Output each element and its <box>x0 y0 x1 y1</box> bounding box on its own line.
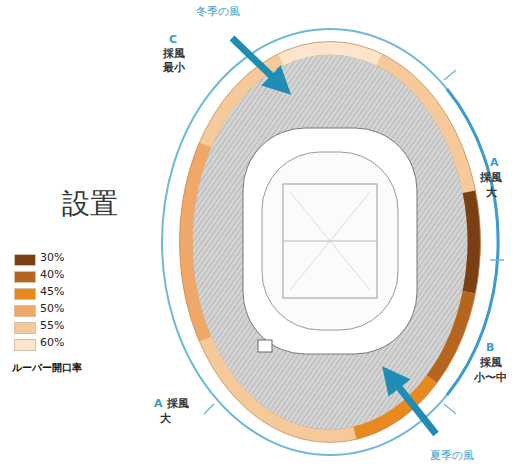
legend-text: 55% <box>40 320 64 333</box>
legend-swatch <box>14 339 36 351</box>
louver-30 <box>469 192 474 292</box>
louver-50 <box>186 145 205 339</box>
field-line <box>290 192 370 290</box>
wind-label: 冬季の風 <box>196 6 240 19</box>
ring-tick <box>204 404 214 414</box>
zone-label: 採風 <box>167 398 189 411</box>
legend-swatch <box>14 305 36 317</box>
seating-area <box>192 54 468 430</box>
wind-arrow <box>390 376 436 434</box>
ring-tick <box>444 404 456 414</box>
zone-label: 大 <box>160 413 171 426</box>
zone-letter: A <box>154 398 163 411</box>
ring-tick <box>490 259 504 261</box>
legend-swatch <box>14 254 36 266</box>
ring-tick <box>444 70 456 80</box>
zone-letter: C <box>169 34 177 47</box>
band-edge <box>180 42 481 443</box>
running-track <box>262 152 398 330</box>
zone-label: 大 <box>486 187 497 200</box>
legend-text: 45% <box>40 286 64 299</box>
outer-ring <box>162 29 498 455</box>
pitch <box>283 184 377 298</box>
legend-swatch <box>14 322 36 334</box>
legend-text: 60% <box>40 337 64 350</box>
heading-fragment: 設置 <box>62 188 118 220</box>
wind-label: 夏季の風 <box>430 450 474 463</box>
wind-arrow <box>232 38 282 86</box>
zone-label: 採風 <box>163 48 185 61</box>
field-area <box>243 128 417 354</box>
field-line <box>290 192 370 290</box>
zone-label: 採風 <box>480 172 502 185</box>
louver-45 <box>355 379 432 433</box>
field-fixture <box>258 340 272 352</box>
zone-label: 採風 <box>480 357 502 370</box>
legend-text: 30% <box>40 252 64 265</box>
louver-band <box>186 48 474 436</box>
zone-letter: B <box>486 342 494 355</box>
zone-label: 小〜中 <box>474 372 507 385</box>
legend-swatch <box>14 271 36 283</box>
legend-text: 40% <box>40 269 64 282</box>
legend-swatch <box>14 288 36 300</box>
legend-title: ルーバー開口率 <box>12 362 82 374</box>
legend-text: 50% <box>40 303 64 316</box>
louver-60 <box>281 48 379 60</box>
zone-label: 最小 <box>163 62 185 75</box>
zone-letter: A <box>490 157 499 170</box>
